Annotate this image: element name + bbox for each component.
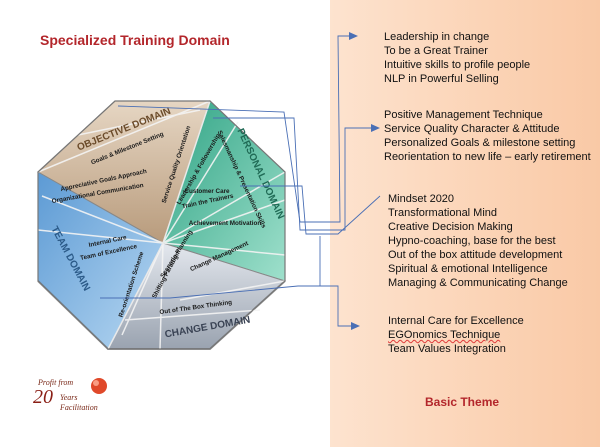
theme-item: EGOnomics Technique: [388, 329, 501, 341]
theme-item: Out of the box attitude development: [388, 249, 563, 261]
arrow-head-1: [349, 32, 358, 40]
connector-5: [320, 285, 352, 327]
connector-3: [240, 185, 381, 235]
arrow-head-2: [371, 124, 380, 132]
theme-item: Personalized Goals & milestone setting: [384, 137, 576, 149]
arrow-head-3: [351, 322, 360, 330]
right-panel: [330, 0, 600, 447]
connector-4: [100, 236, 321, 299]
theme-group-1: Leadership in change To be a Great Train…: [384, 30, 530, 86]
theme-item: Team Values Integration: [388, 343, 506, 355]
theme-item: Creative Decision Making: [388, 221, 513, 233]
logo-line3: Facilitation: [60, 403, 98, 412]
theme-item: Reorientation to new life – early retire…: [384, 151, 591, 163]
logo-line2: Years: [60, 393, 78, 402]
theme-item: Intuitive skills to profile people: [384, 59, 531, 71]
theme-item: NLP in Powerful Selling: [384, 73, 499, 85]
theme-group-3: Mindset 2020 Transformational Mind Creat…: [388, 192, 568, 290]
theme-group-4: Internal Care for Excellence EGOnomics T…: [388, 314, 524, 356]
page-title: Specialized Training Domain: [40, 32, 230, 48]
logo-ball-icon: [91, 378, 107, 394]
connector-1: [117, 35, 350, 223]
theme-group-2: Positive Management Technique Service Qu…: [384, 108, 591, 164]
theme-item: Transformational Mind: [388, 207, 498, 219]
theme-item: Leadership in change: [384, 31, 490, 43]
theme-item: To be a Great Trainer: [384, 45, 488, 57]
theme-item: Mindset 2020: [388, 193, 455, 205]
theme-item: Internal Care for Excellence: [388, 315, 524, 327]
logo-line1: Profit from: [38, 378, 74, 387]
theme-item: Positive Management Technique: [384, 109, 543, 121]
segment-achievement: Achievement Motivation: [189, 220, 262, 227]
connector-2: [213, 117, 372, 231]
basic-theme-label: Basic Theme: [425, 395, 500, 409]
theme-item: Managing & Communicating Change: [388, 277, 568, 289]
segment-customer-care: Customer Care: [184, 188, 230, 195]
theme-item: Spiritual & emotional Intelligence: [388, 263, 548, 275]
theme-item: Service Quality Character & Attitude: [384, 123, 560, 135]
theme-item: Hypno-coaching, base for the best: [388, 235, 556, 247]
logo-number: 20: [33, 386, 53, 408]
